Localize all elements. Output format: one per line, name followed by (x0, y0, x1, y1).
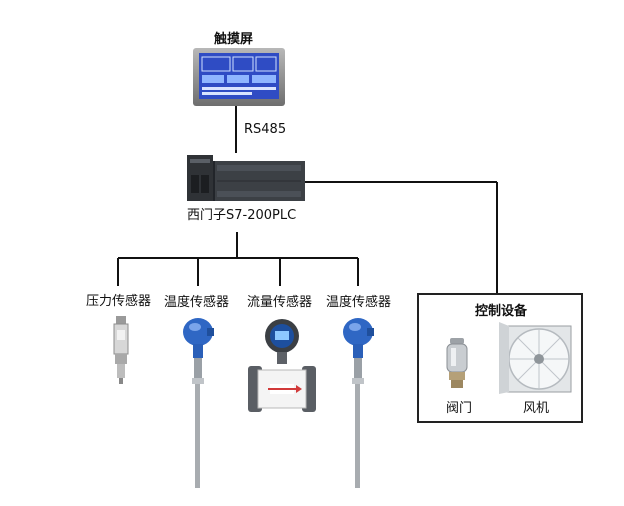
device-label-valve: 阀门 (446, 401, 473, 416)
sensor-label-flow: 流量传感器 (247, 295, 313, 310)
rs485-label: RS485 (244, 122, 287, 137)
sensor-label-temperature-1: 温度传感器 (164, 295, 230, 310)
plc-icon (187, 155, 305, 201)
sensor-label-temperature-2: 温度传感器 (326, 295, 392, 310)
temperature-sensor-icon-1 (183, 318, 214, 488)
pressure-sensor-icon (113, 316, 129, 384)
touchscreen-icon (193, 48, 285, 106)
temperature-sensor-icon-2 (343, 318, 374, 488)
flow-meter-icon (248, 319, 316, 412)
valve-icon (446, 338, 468, 388)
device-label-fan: 风机 (523, 401, 550, 416)
control-equipment-title: 控制设备 (475, 304, 528, 319)
sensor-label-pressure: 压力传感器 (86, 294, 152, 309)
plc-label: 西门子S7-200PLC (187, 208, 297, 223)
touchscreen-label: 触摸屏 (214, 32, 254, 47)
fan-icon (499, 322, 572, 394)
